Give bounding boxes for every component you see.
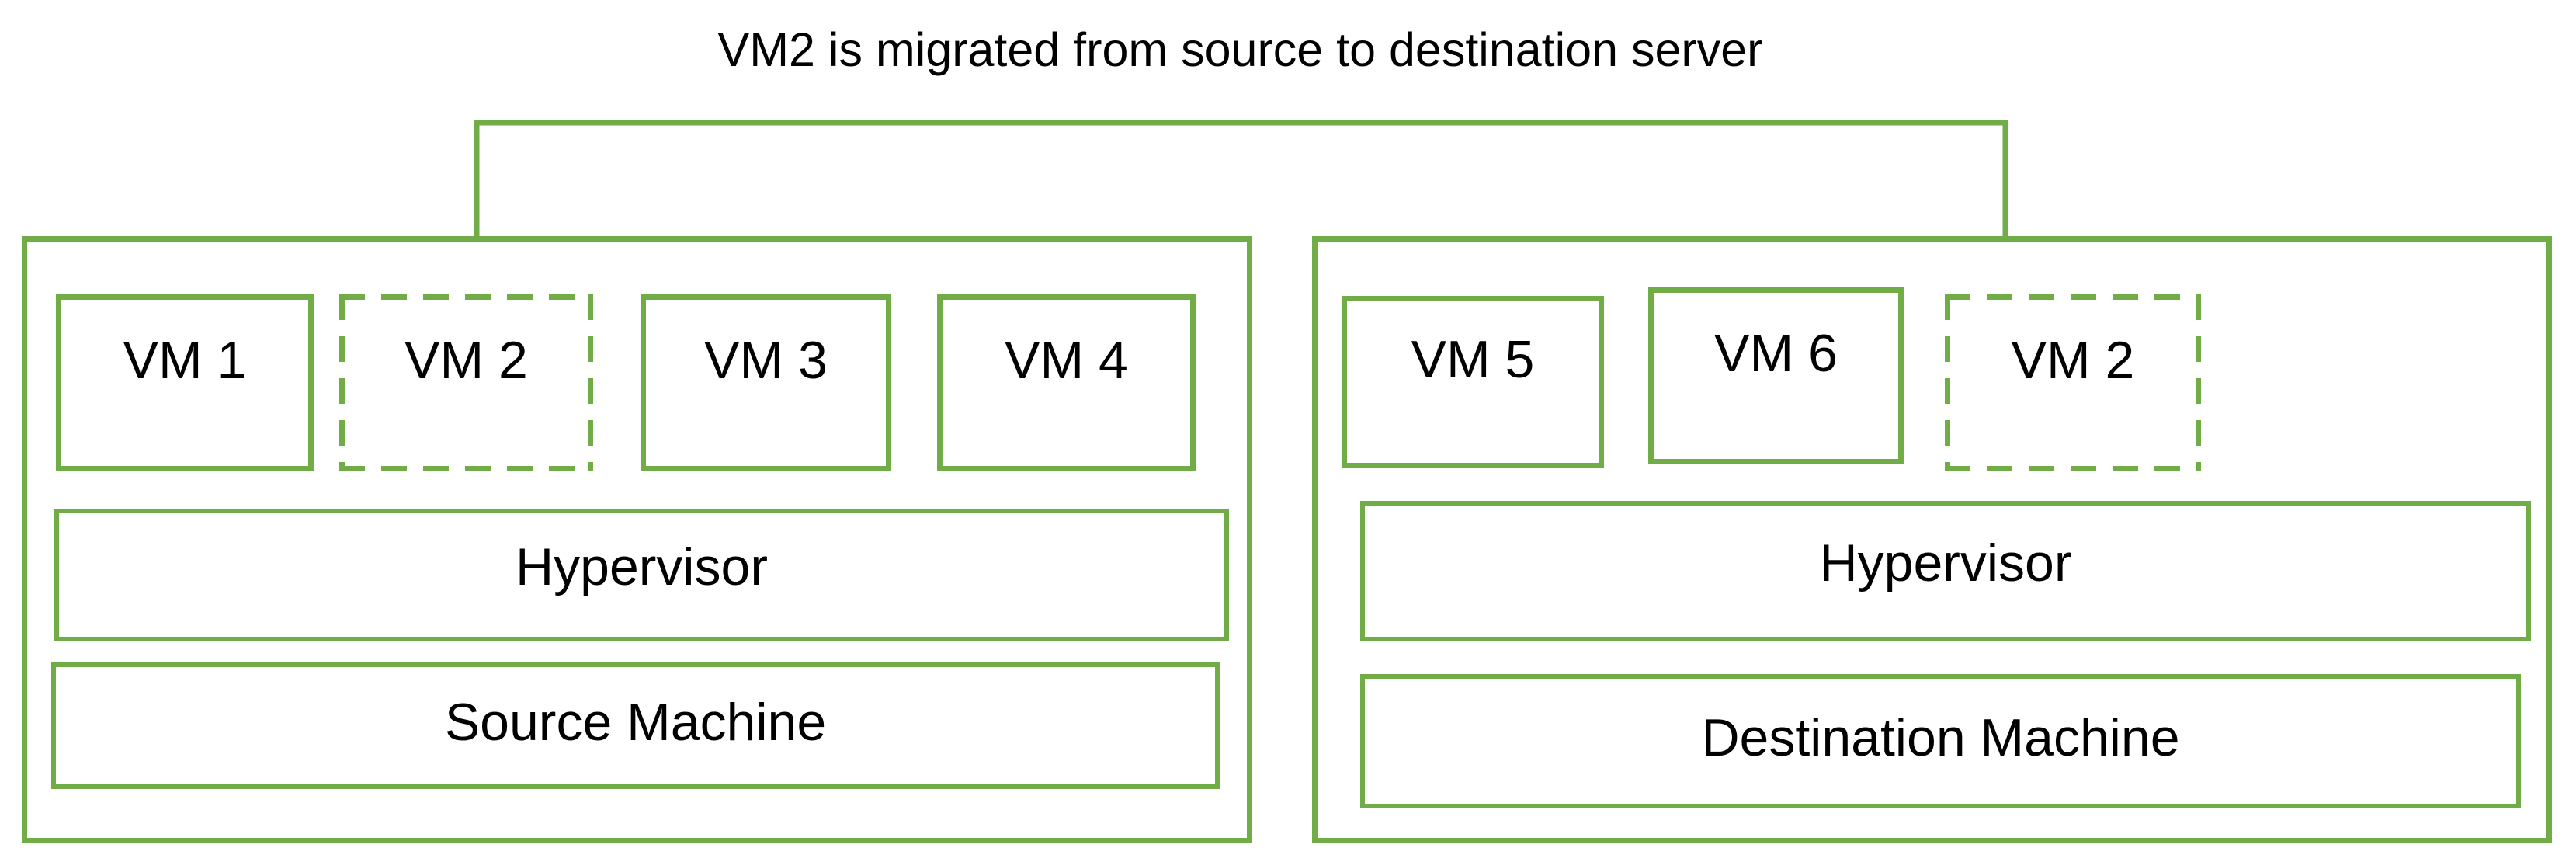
vm-box-vm5: VM 5 xyxy=(1342,296,1604,468)
vm-label: VM 5 xyxy=(1411,330,1535,389)
source-machine-bar: Source Machine xyxy=(51,662,1220,789)
vm-box-vm3: VM 3 xyxy=(641,294,891,471)
source-hypervisor-bar: Hypervisor xyxy=(54,509,1229,641)
vm-label: VM 2 xyxy=(2011,331,2135,390)
vm-label: VM 3 xyxy=(704,331,828,390)
hypervisor-label: Hypervisor xyxy=(516,537,768,596)
vm-label: VM 2 xyxy=(404,331,528,390)
vm-box-vm4: VM 4 xyxy=(937,294,1196,471)
arrow-line xyxy=(474,120,2008,290)
vm-box-vm2-source: VM 2 xyxy=(339,294,593,471)
vm-label: VM 1 xyxy=(123,331,247,390)
machine-label: Source Machine xyxy=(444,692,827,752)
vm-label: VM 6 xyxy=(1714,324,1838,383)
vm-label: VM 4 xyxy=(1005,331,1128,390)
hypervisor-label: Hypervisor xyxy=(1819,533,2072,593)
vm-box-vm1: VM 1 xyxy=(56,294,314,471)
vm-box-vm2-destination: VM 2 xyxy=(1945,294,2201,471)
machine-label: Destination Machine xyxy=(1701,707,2180,767)
diagram-title: VM2 is migrated from source to destinati… xyxy=(717,23,1763,76)
destination-hypervisor-bar: Hypervisor xyxy=(1360,501,2531,641)
vm-box-vm6: VM 6 xyxy=(1648,287,1904,464)
destination-machine-bar: Destination Machine xyxy=(1360,674,2521,808)
